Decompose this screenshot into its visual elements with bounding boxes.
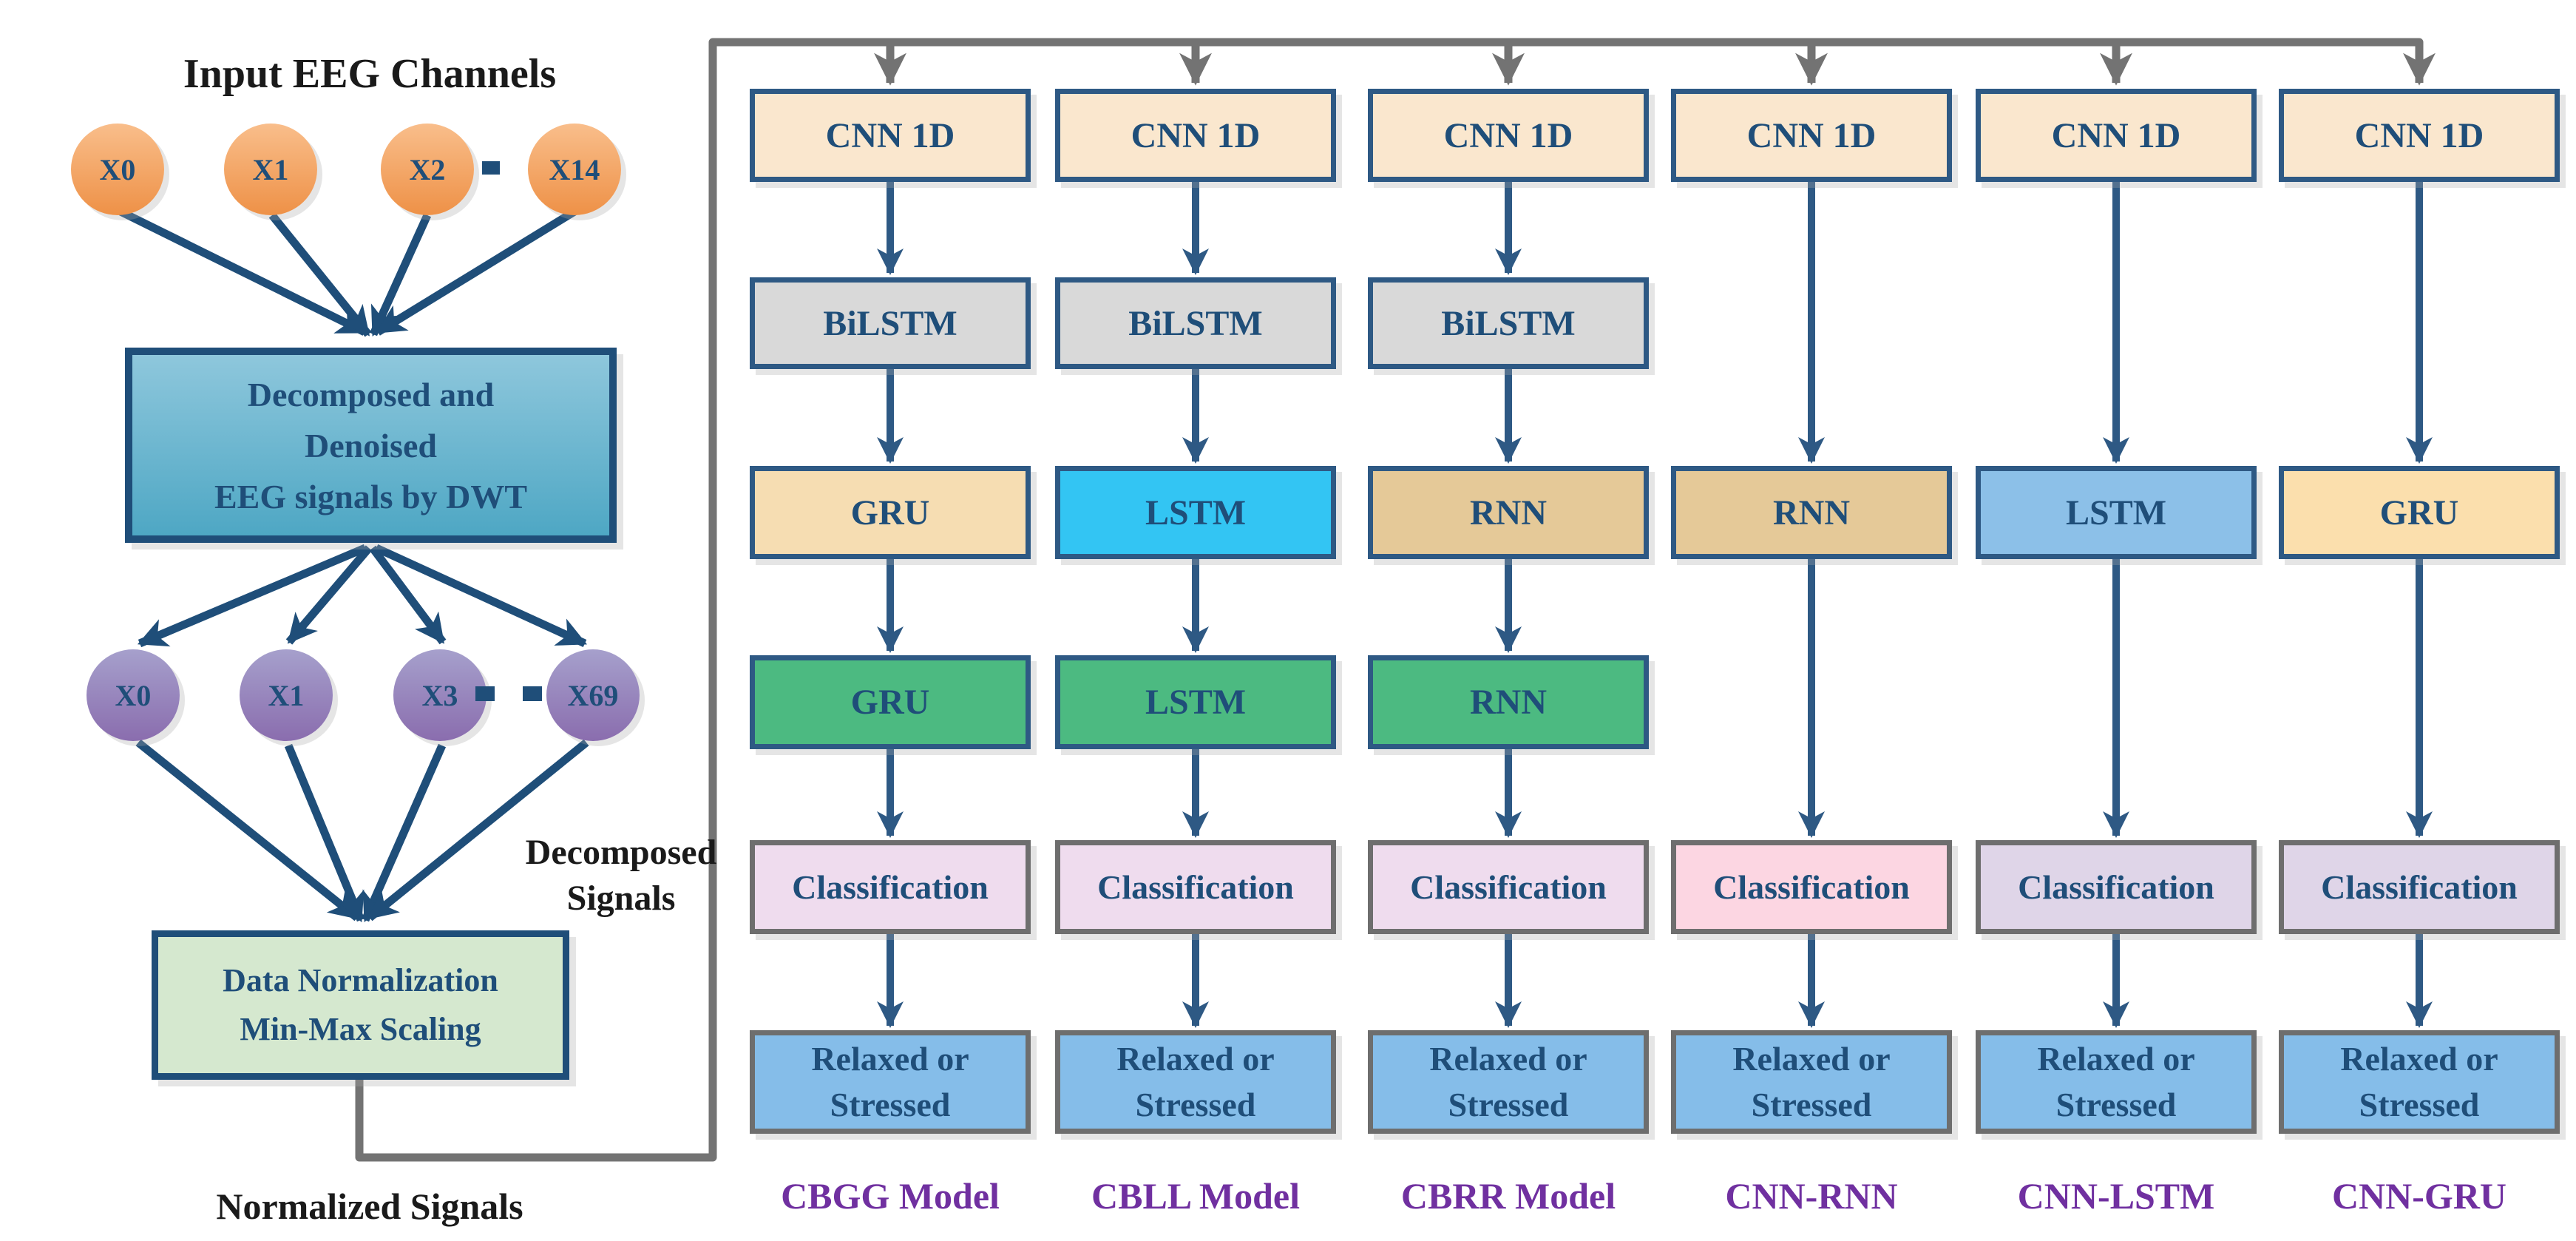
cnn1d-box: CNN 1D: [1976, 89, 2257, 182]
decomposed-channel-label: X0: [115, 678, 152, 712]
ellipsis-dash: [475, 686, 495, 701]
classification-box: Classification: [1055, 840, 1336, 934]
input-channel-label: X1: [252, 152, 289, 186]
classification-box: Classification: [1671, 840, 1952, 934]
decomposed-signals-label: Decomposed Signals: [525, 833, 717, 919]
input-to-dwt-arrows: [118, 208, 577, 337]
cnn1d-box: CNN 1D: [1055, 89, 1336, 182]
recurrent-box: RNN: [1368, 466, 1649, 559]
cnn1d-box: CNN 1D: [1368, 89, 1649, 182]
decomposed-channel-label: X1: [268, 678, 305, 712]
input-channel-node: X1: [224, 124, 317, 215]
normalized-signals-label: Normalized Signals: [216, 1186, 523, 1227]
dwt-box-line: EEG signals by DWT: [214, 477, 528, 515]
normalization-box-line: Min-Max Scaling: [240, 1011, 481, 1047]
decomposed-to-normalization-arrows: [135, 739, 589, 923]
input-channel-label: X14: [549, 152, 600, 186]
model-label: CNN-GRU: [2331, 1175, 2507, 1217]
input-channel-node: X2: [381, 124, 474, 215]
normalized-signal-feed-line: [355, 38, 2436, 1162]
decomposed-channel-node: X69: [546, 649, 640, 741]
classification-box: Classification: [1368, 840, 1649, 934]
classification-box: Classification: [2279, 840, 2560, 934]
decomposed-channel-node: X0: [87, 649, 180, 741]
decomposed-channel-node: X3: [393, 649, 487, 741]
dwt-box: Decomposed and Denoised EEG signals by D…: [125, 348, 617, 543]
normalization-box-line: Data Normalization: [223, 962, 498, 998]
recurrent-box: GRU: [2279, 466, 2560, 559]
dwt-box-line: Decomposed and: [247, 375, 495, 413]
bilstm-box: BiLSTM: [1368, 277, 1649, 369]
column-flow-arrows: [877, 182, 2433, 1028]
decomposed-channel-label: X3: [421, 678, 458, 712]
classification-box: Classification: [1976, 840, 2257, 934]
cnn1d-box: CNN 1D: [750, 89, 1031, 182]
decomposed-channel-node: X1: [240, 649, 333, 741]
recurrent-box: RNN: [1671, 466, 1952, 559]
input-channel-node: X0: [71, 124, 164, 215]
recurrent-box: LSTM: [1976, 466, 2257, 559]
model-label: CNN-RNN: [1725, 1175, 1898, 1217]
model-label: CNN-LSTM: [2017, 1175, 2215, 1217]
recurrent2-box: RNN: [1368, 655, 1649, 749]
output-box: Relaxed or Stressed: [1055, 1030, 1336, 1134]
output-box: Relaxed or Stressed: [2279, 1030, 2560, 1134]
ellipsis-dash: [482, 161, 500, 175]
classification-box: Classification: [750, 840, 1031, 934]
model-label: CBRR Model: [1400, 1175, 1616, 1217]
input-channel-label: X2: [409, 152, 446, 186]
bilstm-box: BiLSTM: [750, 277, 1031, 369]
output-box: Relaxed or Stressed: [1368, 1030, 1649, 1134]
normalization-box: Data Normalization Min-Max Scaling: [152, 930, 569, 1080]
bilstm-box: BiLSTM: [1055, 277, 1336, 369]
output-box: Relaxed or Stressed: [1976, 1030, 2257, 1134]
recurrent-box: GRU: [750, 466, 1031, 559]
cnn1d-box: CNN 1D: [2279, 89, 2560, 182]
ellipsis-dash: [523, 686, 542, 701]
cnn1d-box: CNN 1D: [1671, 89, 1952, 182]
dwt-to-decomposed-arrows: [137, 544, 588, 648]
output-box: Relaxed or Stressed: [1671, 1030, 1952, 1134]
dwt-box-line: Denoised: [305, 426, 437, 464]
recurrent2-box: GRU: [750, 655, 1031, 749]
input-eeg-heading: Input EEG Channels: [183, 51, 557, 97]
recurrent2-box: LSTM: [1055, 655, 1336, 749]
recurrent-box: LSTM: [1055, 466, 1336, 559]
output-box: Relaxed or Stressed: [750, 1030, 1031, 1134]
input-channel-label: X0: [99, 152, 136, 186]
model-label: CBGG Model: [781, 1175, 1000, 1217]
model-label: CBLL Model: [1091, 1175, 1300, 1217]
decomposed-channel-label: X69: [567, 678, 619, 712]
input-channel-node: X14: [528, 124, 621, 215]
